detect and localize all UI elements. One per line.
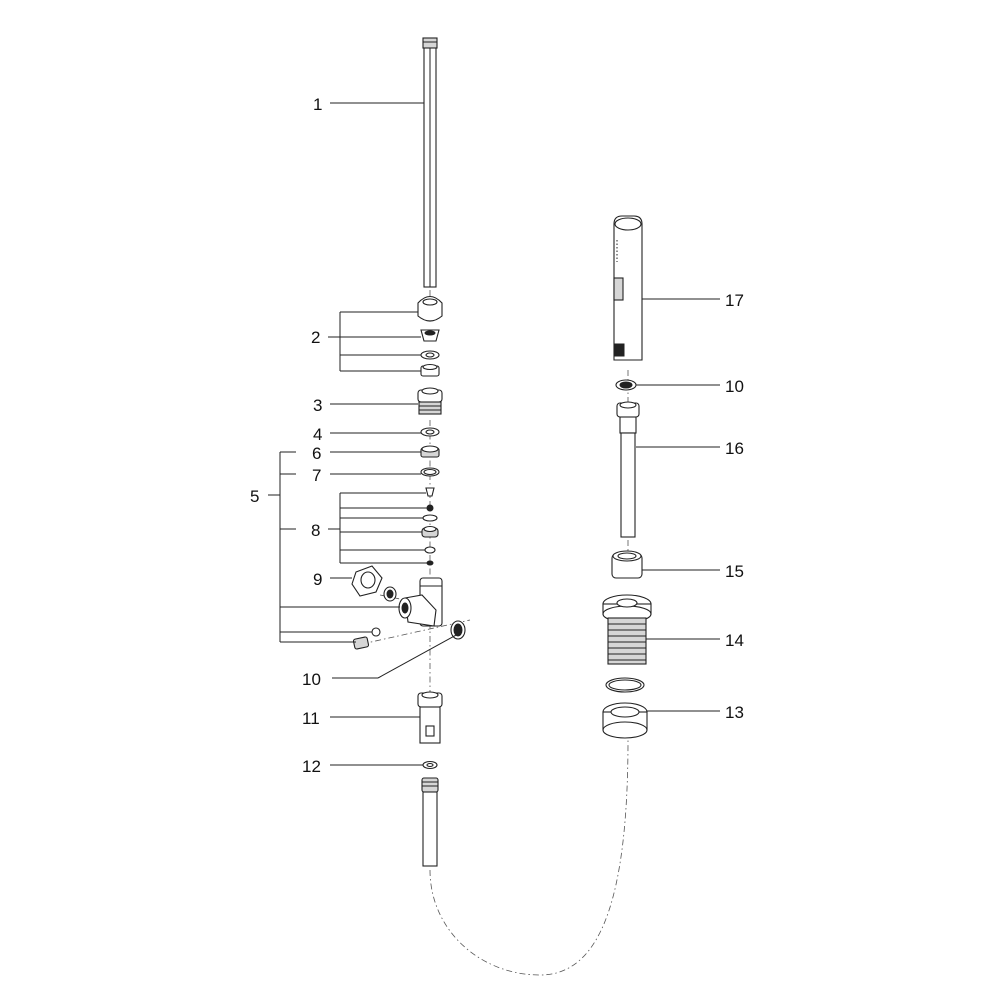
callout-4: 4 [313,425,322,444]
callout-2: 2 [311,328,320,347]
part-13-nut-washer [602,677,648,739]
part-1-rod [422,37,438,288]
part-4-seal [420,427,440,437]
callout-6: 6 [312,444,321,463]
part-3-connector [417,387,443,415]
part-10-seal-right [615,379,637,391]
callout-3: 3 [313,396,322,415]
part-12-washer [422,760,438,770]
part-16-hose [616,401,640,538]
part-8-valve-set [421,487,439,566]
part-10-seal-left [450,620,466,640]
part-6-insert [420,445,440,458]
part-17-hand-shower [613,215,643,361]
part-11-adapter [417,691,443,744]
callout-15: 15 [725,562,744,581]
part-2-nut-set [417,295,443,377]
part-5-side-fittings [352,627,381,650]
callout-8: 8 [311,521,320,540]
callout-labels: 1 2 3 4 5 6 7 8 9 10 11 12 13 14 15 16 1… [250,95,744,776]
part-15-bushing [611,550,643,579]
callout-5: 5 [250,487,259,506]
callout-12: 12 [302,757,321,776]
lower-hose-end [421,777,439,867]
leader-lines [268,102,720,766]
part-5-valve-body [398,577,443,627]
part-14-threaded-shank [602,594,652,665]
callout-17: 17 [725,291,744,310]
side-outlet-axis [361,619,471,645]
callout-1: 1 [313,95,322,114]
callout-11: 11 [302,709,320,728]
callout-13: 13 [725,703,744,722]
hose-connection-path [429,739,629,976]
callout-9: 9 [313,570,322,589]
callout-14: 14 [725,631,744,650]
part-9-cap-nut [351,565,397,602]
callout-10-left: 10 [302,670,321,689]
callout-10-right: 10 [725,377,744,396]
callout-16: 16 [725,439,744,458]
callout-7: 7 [312,466,321,485]
part-7-ring [420,467,440,477]
